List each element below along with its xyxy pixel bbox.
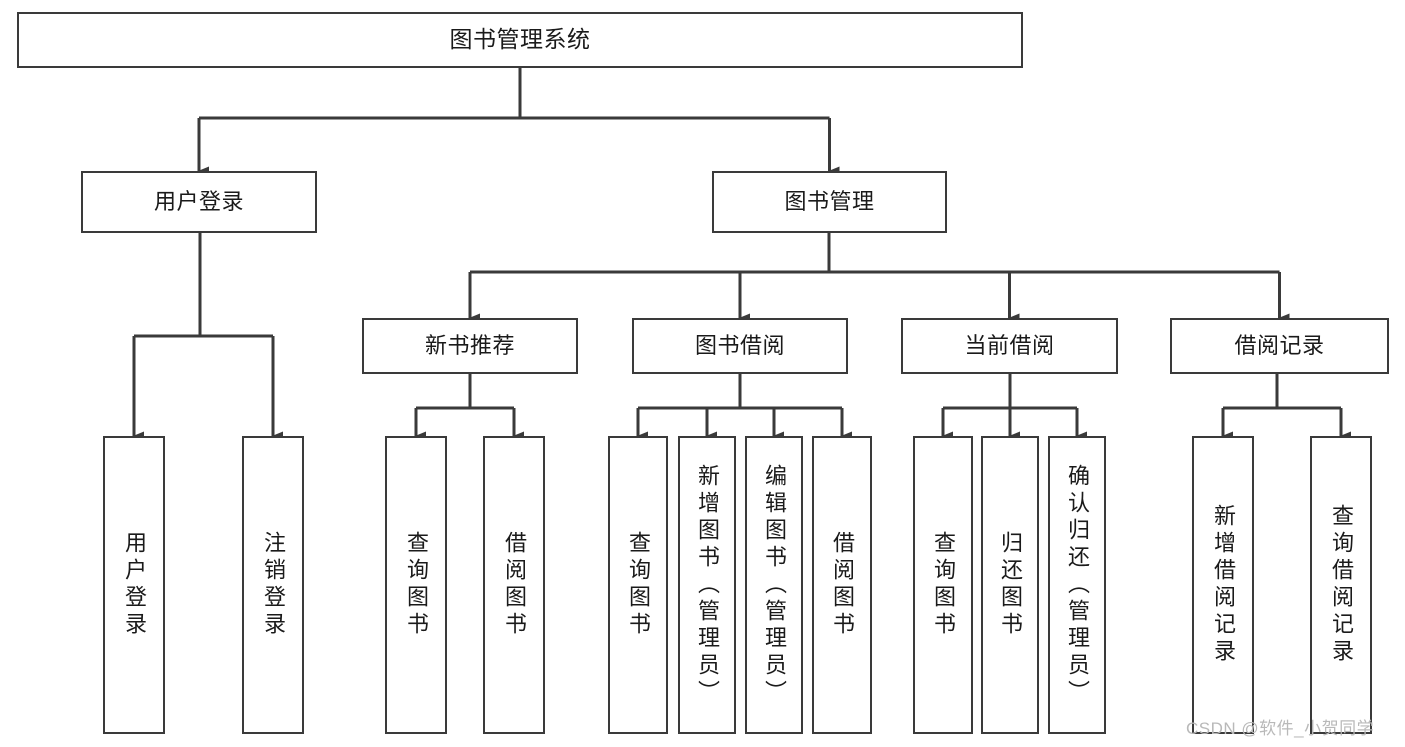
node-label: 借阅图书 bbox=[830, 531, 855, 639]
node-label: 查询图书 bbox=[931, 531, 956, 639]
node-leaf-login-1[interactable]: 用户登录 bbox=[103, 436, 165, 734]
node-label: 图书管理系统 bbox=[449, 26, 591, 53]
node-label: 借阅记录 bbox=[1234, 333, 1325, 359]
node-leaf-borrow-1[interactable]: 查询图书 bbox=[608, 436, 668, 734]
node-leaf-cur-2[interactable]: 归还图书 bbox=[981, 436, 1039, 734]
node-leaf-rec-1[interactable]: 新增借阅记录 bbox=[1192, 436, 1254, 734]
node-label: 查询借阅记录 bbox=[1329, 504, 1354, 666]
node-label: 注销登录 bbox=[261, 531, 286, 639]
node-label: 新书推荐 bbox=[424, 333, 515, 359]
node-leaf-new-2[interactable]: 借阅图书 bbox=[483, 436, 545, 734]
node-borrow[interactable]: 图书借阅 bbox=[632, 318, 848, 374]
node-label: 查询图书 bbox=[404, 531, 429, 639]
node-label: 图书借阅 bbox=[694, 333, 785, 359]
node-label: 图书管理 bbox=[784, 189, 875, 215]
node-records[interactable]: 借阅记录 bbox=[1170, 318, 1389, 374]
node-newbook[interactable]: 新书推荐 bbox=[362, 318, 578, 374]
node-leaf-cur-3[interactable]: 确认归还（管理员） bbox=[1048, 436, 1106, 734]
node-label: 新增图书（管理员） bbox=[695, 463, 720, 707]
node-label: 用户登录 bbox=[122, 531, 147, 639]
node-leaf-cur-1[interactable]: 查询图书 bbox=[913, 436, 973, 734]
node-label: 借阅图书 bbox=[502, 531, 527, 639]
node-leaf-new-1[interactable]: 查询图书 bbox=[385, 436, 447, 734]
node-label: 查询图书 bbox=[626, 531, 651, 639]
node-leaf-borrow-3[interactable]: 编辑图书（管理员） bbox=[745, 436, 803, 734]
node-label: 新增借阅记录 bbox=[1211, 504, 1236, 666]
node-bookmgmt[interactable]: 图书管理 bbox=[712, 171, 947, 233]
node-leaf-login-2[interactable]: 注销登录 bbox=[242, 436, 304, 734]
node-root[interactable]: 图书管理系统 bbox=[17, 12, 1023, 68]
node-label: 当前借阅 bbox=[964, 333, 1055, 359]
node-label: 用户登录 bbox=[153, 189, 244, 215]
node-label: 编辑图书（管理员） bbox=[762, 463, 787, 707]
node-label: 归还图书 bbox=[998, 531, 1023, 639]
node-leaf-borrow-4[interactable]: 借阅图书 bbox=[812, 436, 872, 734]
node-login[interactable]: 用户登录 bbox=[81, 171, 317, 233]
node-current[interactable]: 当前借阅 bbox=[901, 318, 1118, 374]
node-leaf-borrow-2[interactable]: 新增图书（管理员） bbox=[678, 436, 736, 734]
node-label: 确认归还（管理员） bbox=[1065, 463, 1090, 707]
node-leaf-rec-2[interactable]: 查询借阅记录 bbox=[1310, 436, 1372, 734]
